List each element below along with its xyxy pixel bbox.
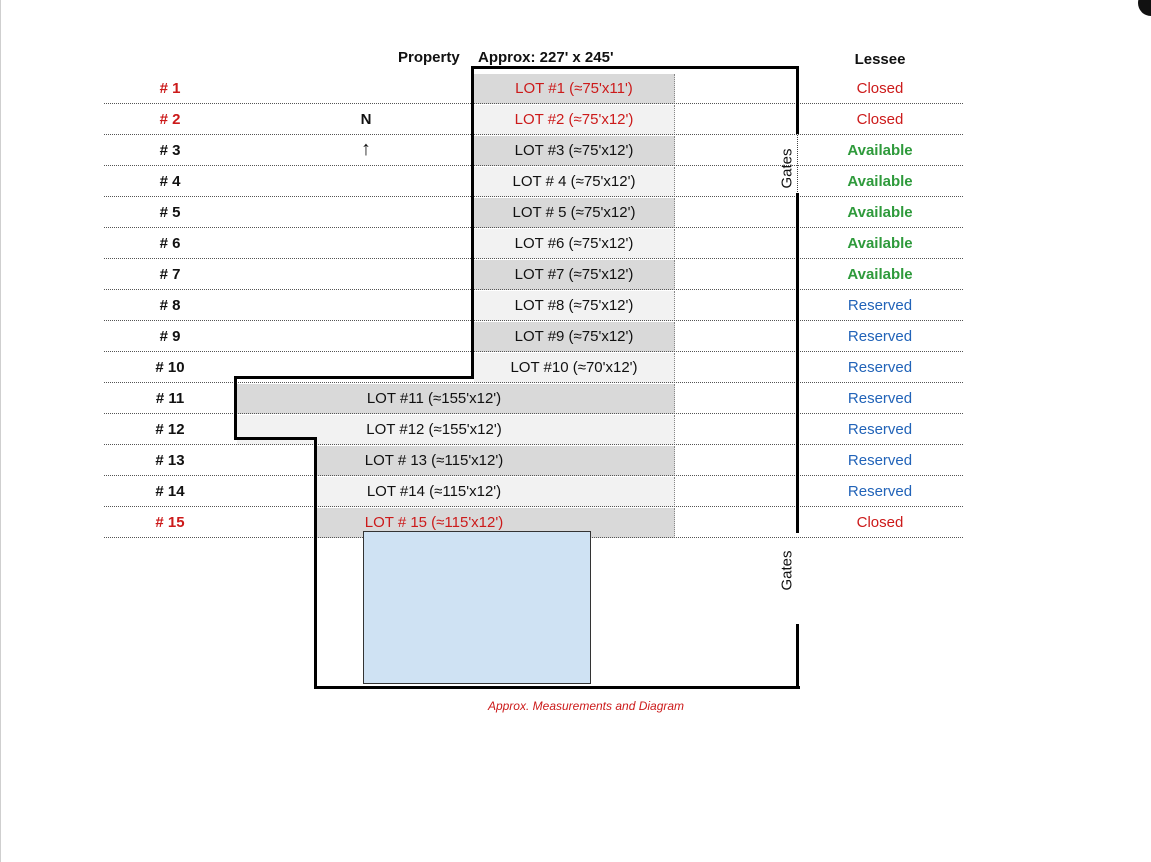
- lessee-status: Reserved: [847, 421, 913, 438]
- lot-label: LOT # 15 (≈115'x12'): [364, 514, 504, 531]
- wall-step-bottom: [234, 437, 317, 440]
- lessee-status: Reserved: [847, 297, 913, 314]
- lot-label: LOT #11 (≈155'x12'): [366, 390, 502, 407]
- lot-number: # 2: [159, 111, 181, 128]
- lot-label: LOT #12 (≈155'x12'): [366, 421, 502, 438]
- lessee-status: Available: [847, 204, 913, 221]
- row-divider: [104, 165, 963, 166]
- lot-cell: [474, 105, 675, 135]
- lessee-status: Available: [847, 142, 913, 159]
- lot-number: # 6: [159, 235, 181, 252]
- footer-note: Approx. Measurements and Diagram: [487, 699, 685, 713]
- building: [363, 531, 591, 684]
- lessee-status: Reserved: [847, 328, 913, 345]
- row-divider: [104, 382, 963, 383]
- wall-right-middle: [796, 193, 799, 533]
- page-edge: [0, 0, 1, 862]
- north-arrow-icon: ↑: [361, 138, 371, 160]
- lot-cell: [317, 446, 675, 476]
- row-divider: [104, 444, 963, 445]
- approx-dimensions: Approx: 227' x 245': [478, 49, 614, 66]
- lessee-status: Available: [847, 266, 913, 283]
- row-divider: [104, 351, 963, 352]
- corner-shape: [1138, 0, 1151, 16]
- lot-cell: [474, 291, 675, 321]
- wall-right-upper: [796, 66, 799, 134]
- upper-gate-opening: [797, 135, 798, 192]
- wall-right-lower: [796, 624, 799, 689]
- wall-bottom: [314, 686, 800, 689]
- upper-gates-label: Gates: [778, 148, 796, 189]
- north-letter: N: [360, 111, 372, 128]
- lot-number: # 13: [155, 452, 185, 469]
- row-divider: [104, 506, 963, 507]
- lot-number: # 10: [155, 359, 185, 376]
- row-divider: [104, 103, 963, 104]
- lessee-status: Closed: [856, 514, 904, 531]
- row-divider: [104, 475, 963, 476]
- lessee-status: Reserved: [847, 483, 913, 500]
- lessee-header: Lessee: [854, 51, 906, 68]
- lot-label: LOT # 5 (≈75'x12'): [512, 204, 636, 221]
- lessee-status: Reserved: [847, 390, 913, 407]
- lot-cell: [474, 198, 675, 228]
- lot-number: # 4: [159, 173, 181, 190]
- lot-number: # 3: [159, 142, 181, 159]
- wall-top: [471, 66, 799, 69]
- lot-cell: [474, 167, 675, 197]
- lessee-status: Available: [847, 235, 913, 252]
- row-divider: [104, 227, 963, 228]
- lot-number: # 1: [159, 80, 181, 97]
- wall-lower-left: [314, 437, 317, 689]
- lot-cell: [474, 260, 675, 290]
- lot-label: LOT # 13 (≈115'x12'): [364, 452, 504, 469]
- lot-label: LOT #2 (≈75'x12'): [514, 111, 634, 128]
- lot-label: LOT #9 (≈75'x12'): [514, 328, 634, 345]
- row-divider: [104, 134, 963, 135]
- property-label: Property: [398, 49, 460, 66]
- row-divider: [104, 258, 963, 259]
- lot-label: LOT #10 (≈70'x12'): [510, 359, 638, 376]
- lot-cell: [474, 322, 675, 352]
- lot-number: # 9: [159, 328, 181, 345]
- lot-number: # 15: [155, 514, 185, 531]
- lot-number: # 5: [159, 204, 181, 221]
- lessee-status: Closed: [856, 80, 904, 97]
- lot-number: # 7: [159, 266, 181, 283]
- lot-label: LOT #14 (≈115'x12'): [366, 483, 502, 500]
- wall-step-left: [234, 376, 237, 440]
- wall-step-top: [234, 376, 474, 379]
- lower-gates-label: Gates: [778, 550, 796, 591]
- lot-label: LOT #8 (≈75'x12'): [514, 297, 634, 314]
- row-divider: [104, 289, 963, 290]
- wall-upper-left: [471, 66, 474, 379]
- lot-label: LOT #3 (≈75'x12'): [514, 142, 634, 159]
- lessee-status: Reserved: [847, 452, 913, 469]
- lot-cell: [474, 229, 675, 259]
- row-divider: [104, 413, 963, 414]
- lot-cell: [317, 477, 675, 507]
- lot-number: # 11: [155, 390, 185, 407]
- lot-cell: [237, 415, 675, 445]
- lot-label: LOT # 4 (≈75'x12'): [512, 173, 636, 190]
- lot-number: # 12: [155, 421, 185, 438]
- lot-cell: [474, 74, 675, 104]
- lot-label: LOT #1 (≈75'x11'): [515, 80, 633, 97]
- lot-cell: [474, 353, 675, 383]
- row-divider: [104, 320, 963, 321]
- lot-number: # 14: [155, 483, 185, 500]
- lot-cell: [237, 384, 675, 414]
- lot-label: LOT #7 (≈75'x12'): [514, 266, 634, 283]
- lessee-status: Reserved: [847, 359, 913, 376]
- row-divider: [104, 196, 963, 197]
- lessee-status: Closed: [856, 111, 904, 128]
- lessee-status: Available: [847, 173, 913, 190]
- lot-cell: [474, 136, 675, 166]
- lot-number: # 8: [159, 297, 181, 314]
- lot-label: LOT #6 (≈75'x12'): [514, 235, 634, 252]
